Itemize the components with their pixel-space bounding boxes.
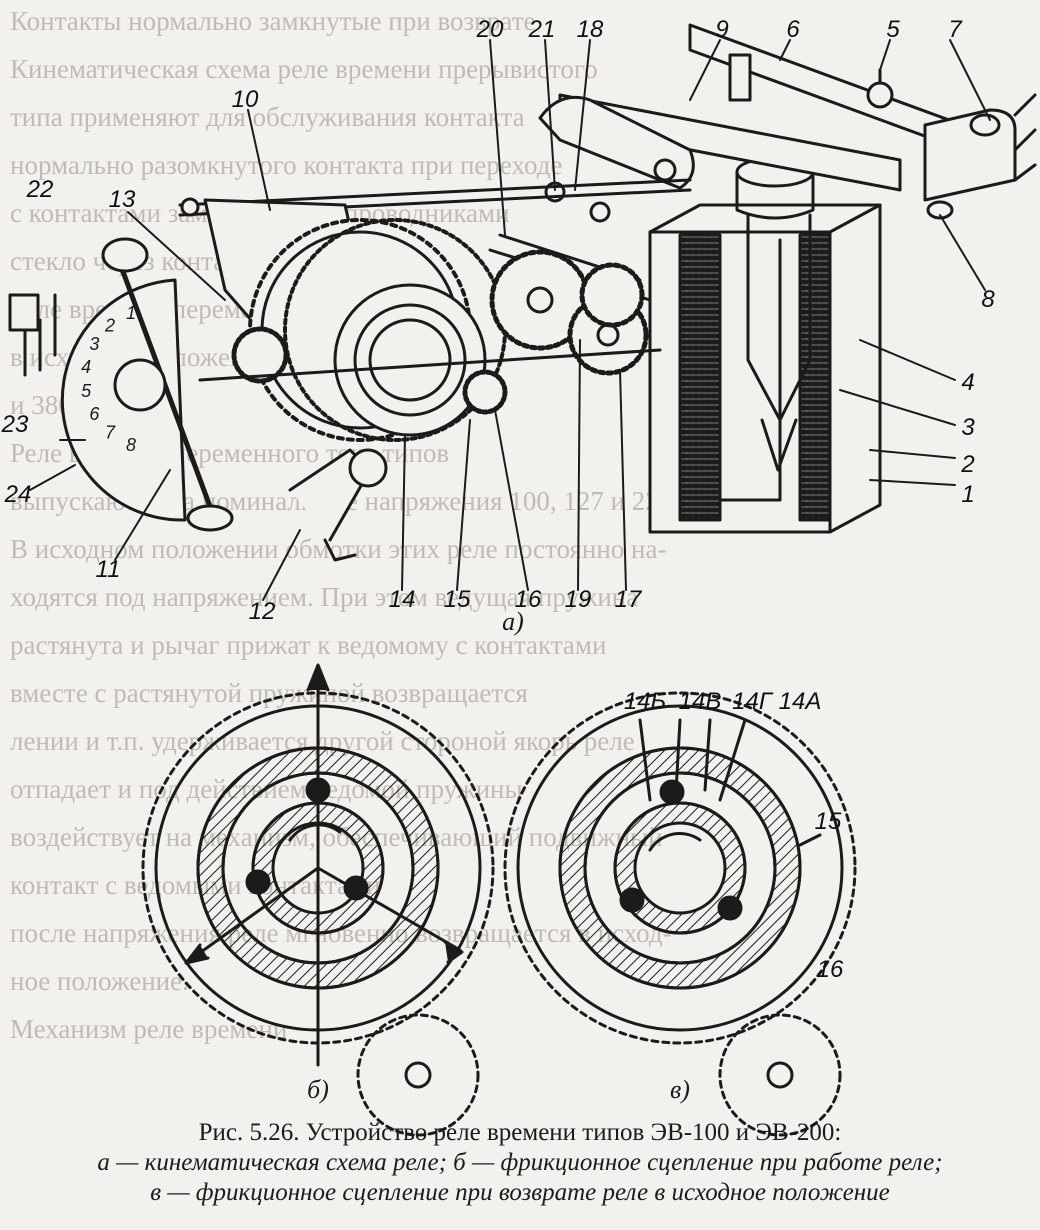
callout-n14v: 14В	[678, 688, 722, 715]
friction-disc	[333, 283, 487, 437]
scale-digit: 8	[126, 435, 136, 455]
callout-n15b: 15	[814, 808, 842, 835]
background-text-line: нормально разомкнутого контакта при пере…	[10, 150, 563, 180]
callout-n2: 2	[961, 451, 975, 478]
clutch-operating-view	[141, 663, 495, 1137]
callout-n24: 24	[4, 481, 32, 508]
callout-n6: 6	[786, 16, 800, 43]
callout-n1: 1	[961, 481, 975, 508]
background-text-line: растянута и рычаг прижат к ведомому с ко…	[10, 630, 607, 660]
callout-n14b: 14Б	[623, 688, 667, 715]
scale-digit: 6	[89, 404, 100, 424]
callout-n16: 16	[514, 586, 542, 613]
scale-digit: 2	[104, 315, 115, 335]
link-arm	[488, 95, 695, 302]
callout-n14g: 14Г	[732, 688, 772, 715]
label-b: б)	[307, 1075, 329, 1104]
callout-n5: 5	[886, 16, 900, 43]
callout-n12: 12	[248, 598, 276, 625]
callout-n8: 8	[981, 286, 995, 313]
callout-n17: 17	[614, 586, 642, 613]
callout-n7: 7	[948, 16, 962, 43]
background-text-line: типа применяют для обслуживания контакта	[10, 102, 525, 132]
figure-caption: Рис. 5.26. Устройство реле времени типов…	[0, 1118, 1040, 1208]
label-a: а)	[502, 607, 524, 636]
caption-line-v: в — фрикционное сцепление при возврате р…	[150, 1179, 890, 1206]
scale-digit: 3	[89, 334, 99, 354]
callout-n3: 3	[961, 414, 975, 441]
background-text-line: Контакты нормально замкнутые при возврат…	[10, 6, 536, 36]
callout-n14a: 14А	[778, 688, 822, 715]
clutch-return-view	[503, 691, 857, 1137]
callout-n13: 13	[108, 186, 136, 213]
scale-digit: 4	[81, 357, 91, 377]
callout-n9: 9	[715, 16, 729, 43]
callout-n20: 20	[476, 16, 504, 43]
callout-n11: 11	[95, 556, 121, 583]
scale-digits: 123 4 5 678	[81, 303, 136, 455]
scale-digit: 7	[105, 423, 116, 443]
release-lever	[288, 448, 388, 562]
callout-n22: 22	[26, 176, 54, 203]
scale-digit: 1	[126, 303, 136, 323]
callout-n16b: 16	[816, 956, 844, 983]
callout-n23: 23	[1, 411, 29, 438]
scale-digit: 5	[81, 381, 92, 401]
coil-housing	[648, 203, 882, 534]
background-text-line: ходятся под напряжением. При этом ведуща…	[10, 582, 639, 612]
callout-n21: 21	[528, 16, 556, 43]
background-text-line: ное положение.	[10, 966, 189, 996]
callout-n4: 4	[961, 369, 975, 396]
callout-n10: 10	[231, 86, 259, 113]
callout-n14: 14	[388, 586, 416, 613]
background-text-line: Кинематическая схема реле времени прерыв…	[10, 54, 598, 84]
callout-n15: 15	[443, 586, 471, 613]
caption-line-a-b: а — кинематическая схема реле; б — фрикц…	[97, 1149, 943, 1176]
contact-bracket	[558, 23, 1037, 220]
callout-n18: 18	[576, 16, 604, 43]
background-text-line: Механизм реле времени	[10, 1014, 288, 1044]
time-scale	[8, 237, 234, 532]
gear-train	[198, 249, 662, 415]
label-v: в)	[670, 1075, 690, 1104]
caption-title: Рис. 5.26. Устройство реле времени типов…	[198, 1119, 842, 1146]
leader-lines	[29, 39, 991, 601]
background-text-line: вместе с растянутой пружиной возвращаетс…	[10, 678, 528, 708]
callout-n19: 19	[564, 586, 592, 613]
